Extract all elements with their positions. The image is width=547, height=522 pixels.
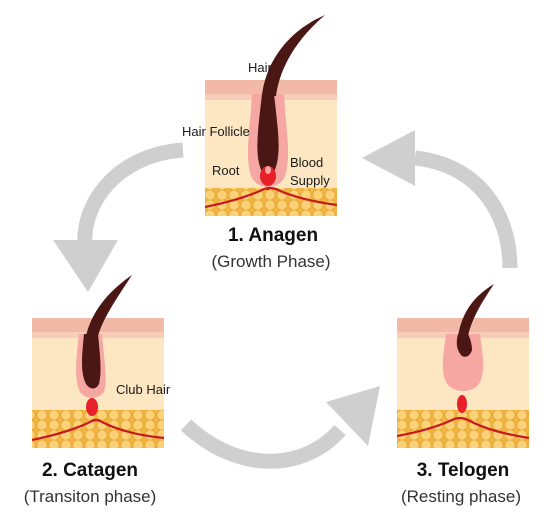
root-bulb xyxy=(260,166,276,186)
anagen-skin-panel xyxy=(205,80,337,216)
cycle-arrows xyxy=(53,130,518,469)
label-hair-follicle: Hair Follicle xyxy=(182,124,250,139)
telogen-skin-panel xyxy=(397,318,529,448)
blood-vessel xyxy=(205,186,337,209)
club-hair xyxy=(82,334,101,389)
arrowhead-to-telogen xyxy=(326,386,380,446)
catagen-skin-panel xyxy=(32,318,164,448)
phase-subtitle-catagen: (Transiton phase) xyxy=(23,487,157,506)
label-root: Root xyxy=(212,163,240,178)
label-club-hair: Club Hair xyxy=(116,382,171,397)
hair-shaft xyxy=(257,94,279,172)
resting-hair xyxy=(456,334,472,357)
label-hair: Hair xyxy=(248,60,272,75)
arrow-telogen-to-anagen xyxy=(414,150,518,269)
label-supply: Supply xyxy=(290,173,330,188)
arrow-catagen-to-telogen xyxy=(180,419,346,469)
arrowhead-to-anagen xyxy=(362,130,415,186)
label-blood: Blood xyxy=(290,155,324,170)
phase-title-telogen: 3. Telogen xyxy=(416,460,510,481)
arrowhead-to-catagen xyxy=(53,240,118,292)
hair-strand xyxy=(458,284,494,336)
phase-subtitle-anagen: (Growth Phase) xyxy=(211,252,331,271)
hair-strand xyxy=(86,275,132,336)
phase-title-catagen: 2. Catagen xyxy=(41,460,139,481)
phase-title-anagen: 1. Anagen xyxy=(227,225,319,246)
hair-strand xyxy=(262,15,325,96)
arrow-anagen-to-catagen xyxy=(77,142,184,246)
phase-subtitle-telogen: (Resting phase) xyxy=(400,487,522,506)
